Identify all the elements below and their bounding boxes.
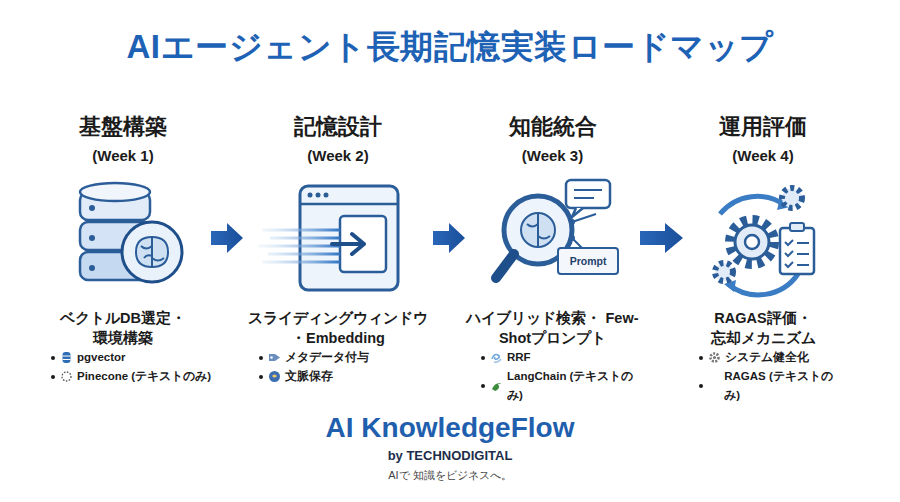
bullet-icon: [268, 351, 281, 364]
stage-heading: 運用評価: [683, 112, 843, 142]
stage-column: 記憶設計 (Week 2) スライディングウィンドウ ・Embeddingメタデータ…: [243, 112, 433, 386]
icon-spacer: [683, 166, 843, 308]
bullet-text: LangChain (テキストのみ): [507, 367, 640, 405]
bullet-text: pgvector: [77, 348, 126, 367]
bullet-row: メタデータ付与: [243, 348, 433, 367]
flow-arrow: [640, 223, 683, 253]
stage-subtitle: RAGAS評価・ 忘却メカニズム: [683, 308, 843, 348]
week-label: (Week 2): [243, 146, 433, 166]
bullet-dot: [699, 356, 703, 360]
bullet-dot: [481, 356, 485, 360]
bullet-icon: [60, 370, 73, 383]
bullet-icon: [490, 351, 503, 364]
week-label: (Week 4): [683, 146, 843, 166]
bullet-icon: [708, 351, 721, 364]
icon-spacer: [465, 166, 640, 308]
icon-spacer: [243, 166, 433, 308]
bullet-row: RAGAS (テキストのみ): [683, 367, 843, 405]
bullet-text: システム健全化: [725, 348, 809, 367]
bullet-text: RRF: [507, 348, 531, 367]
stage-subtitle: スライディングウィンドウ ・Embedding: [243, 308, 433, 348]
database-icon: [80, 183, 182, 282]
bullet-text: 文脈保存: [285, 367, 333, 386]
brand-tagline: AIで 知識をビジネスへ。: [250, 467, 650, 483]
flow-arrow: [211, 223, 243, 253]
window-icon: [258, 186, 398, 290]
bullet-text: RAGAS (テキストのみ): [724, 367, 843, 405]
brand-byline: by TECHNODIGITAL: [250, 447, 650, 465]
bullet-dot: [699, 384, 703, 388]
bullet-dot: [481, 384, 485, 388]
bullet-icon: [60, 351, 73, 364]
bullet-icon: [490, 380, 503, 393]
bullet-dot: [51, 356, 55, 360]
brand-name: AI KnowledgeFlow: [250, 410, 650, 446]
flow-arrow: [433, 223, 465, 253]
bullet-row: LangChain (テキストのみ): [465, 367, 640, 405]
bullet-text: メタデータ付与: [285, 348, 369, 367]
stage-subtitle: ベクトルDB選定・ 環境構築: [35, 308, 211, 348]
stage-heading: 知能統合: [465, 112, 640, 142]
stage-column: 知能統合 (Week 3) ハイブリッド検索・ Few-ShotプロンプトRRFLa…: [465, 112, 640, 405]
bullet-dot: [259, 375, 263, 379]
bullet-dot: [259, 356, 263, 360]
icon-label: Prompt: [558, 252, 618, 270]
week-label: (Week 1): [35, 146, 211, 166]
stage-column: 基盤構築 (Week 1) ベクトルDB選定・ 環境構築pgvectorPineco…: [35, 112, 211, 386]
bullet-row: 文脈保存: [243, 367, 433, 386]
bullet-row: RRF: [465, 348, 640, 367]
search-icon: [496, 180, 618, 278]
bullet-row: Pinecone (テキストのみ): [35, 367, 211, 386]
stage-subtitle: ハイブリッド検索・ Few-Shotプロンプト: [465, 308, 640, 348]
week-label: (Week 3): [465, 146, 640, 166]
diagram-title: AIエージェント長期記憶実装ロードマップ: [0, 22, 900, 72]
bullet-icon: [268, 370, 281, 383]
bullet-dot: [51, 375, 55, 379]
stage-column: 運用評価 (Week 4) RAGAS評価・ 忘却メカニズムシステム健全化RAGAS…: [683, 112, 843, 405]
stage-heading: 記憶設計: [243, 112, 433, 142]
icon-spacer: [35, 166, 211, 308]
bullet-text: Pinecone (テキストのみ): [77, 367, 211, 386]
gear-icon: [715, 188, 814, 295]
bullet-row: システム健全化: [683, 348, 843, 367]
bullet-row: pgvector: [35, 348, 211, 367]
stage-heading: 基盤構築: [35, 112, 211, 142]
